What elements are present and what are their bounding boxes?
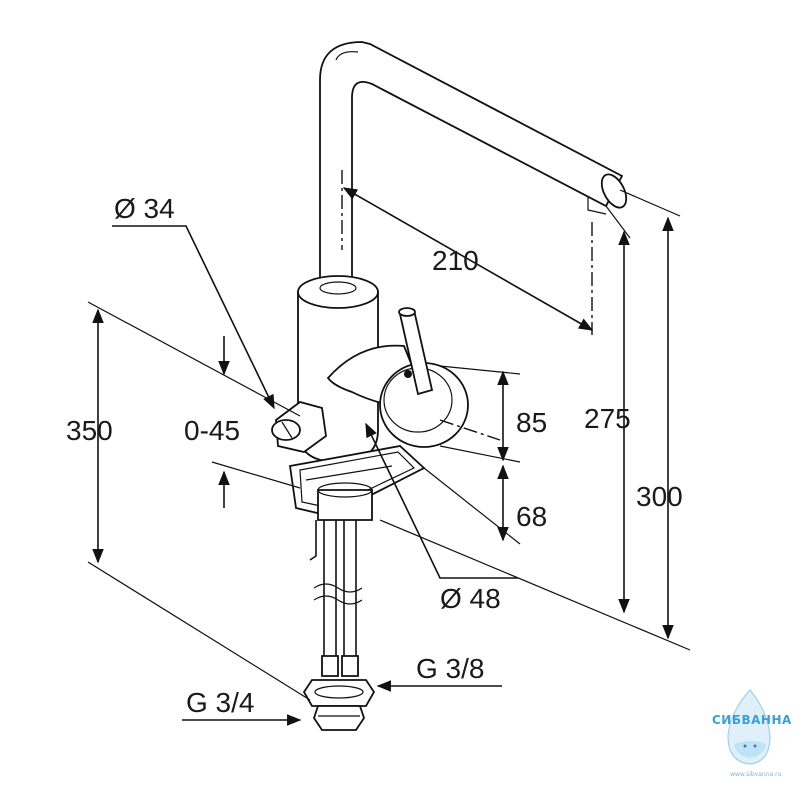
label-rotation-0-45: 0-45 (184, 415, 240, 446)
countertop-thickness (211, 336, 301, 508)
supply-hoses (309, 520, 363, 660)
left-height-dimension (87, 301, 311, 701)
label-height-350: 350 (66, 415, 113, 446)
watermark-url: www.sibvanna.ru (730, 771, 782, 778)
diameter-48-leader (365, 422, 518, 579)
label-reach-210: 210 (432, 245, 479, 276)
body-height-dimensions (423, 365, 521, 545)
label-thread-3-4: G 3/4 (186, 687, 254, 718)
rotation-knob (271, 401, 327, 453)
diameter-34-leader (112, 225, 275, 410)
label-dim-275: 275 (584, 403, 631, 434)
label-dim-68: 68 (516, 501, 547, 532)
label-dim-300: 300 (636, 481, 683, 512)
label-thread-3-8: G 3/8 (416, 653, 484, 684)
watermark-brand: СИБВАННА (712, 713, 792, 727)
label-diameter-34: Ø 34 (114, 193, 175, 224)
height-dimensions (379, 189, 691, 651)
watermark-logo: СИБВАННА www.sibvanna.ru (712, 689, 792, 778)
label-diameter-48: Ø 48 (440, 583, 501, 614)
label-dim-85: 85 (516, 407, 547, 438)
mounting-bracket (288, 445, 426, 521)
hose-fittings (302, 655, 376, 731)
